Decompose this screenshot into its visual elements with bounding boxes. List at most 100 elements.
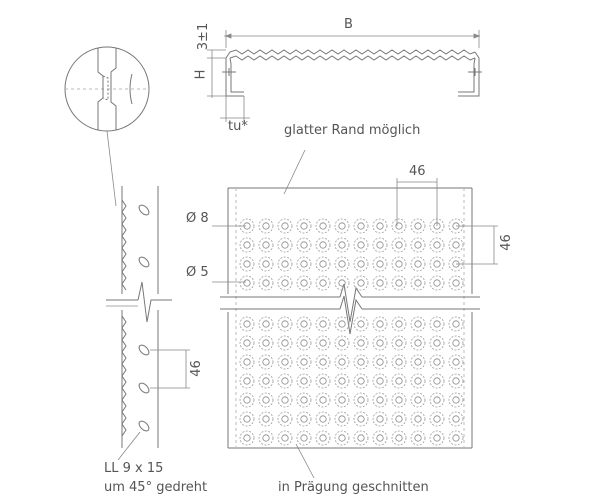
perforation-hole: [433, 377, 441, 385]
perforation-hole: [433, 320, 441, 328]
perforation-hole: [376, 279, 384, 287]
emboss-ring: [391, 430, 407, 446]
perforation-hole: [262, 241, 270, 249]
perforation-hole: [452, 339, 460, 347]
perforation-hole: [338, 339, 346, 347]
emboss-ring: [353, 316, 369, 332]
perforation-hole: [262, 396, 270, 404]
perforation-hole: [376, 320, 384, 328]
emboss-ring: [239, 275, 255, 291]
perforation-hole: [319, 260, 327, 268]
emboss-ring: [391, 237, 407, 253]
perforation-hole: [243, 358, 251, 366]
emboss-ring: [277, 335, 293, 351]
emboss-ring: [448, 411, 464, 427]
emboss-ring: [334, 335, 350, 351]
emboss-ring: [296, 316, 312, 332]
perforation-hole: [452, 279, 460, 287]
emboss-ring: [391, 218, 407, 234]
perforation-hole: [357, 241, 365, 249]
perforation-hole: [281, 415, 289, 423]
perforation-hole: [395, 434, 403, 442]
emboss-ring: [372, 430, 388, 446]
perforation-hole: [338, 434, 346, 442]
emboss-ring: [258, 430, 274, 446]
emboss-ring: [448, 430, 464, 446]
emboss-ring: [258, 335, 274, 351]
perforation-hole: [452, 320, 460, 328]
emboss-ring: [239, 237, 255, 253]
emboss-ring: [315, 354, 331, 370]
perforation-hole: [357, 260, 365, 268]
perforation-hole: [338, 396, 346, 404]
side-pitch-dimension: [117, 349, 190, 461]
pitch-left-label: 46: [188, 360, 204, 377]
perforation-hole: [414, 377, 422, 385]
perforation-hole: [376, 260, 384, 268]
emboss-ring: [429, 411, 445, 427]
emboss-ring: [372, 316, 388, 332]
perforation-hole: [414, 415, 422, 423]
emboss-ring: [258, 316, 274, 332]
emboss-ring: [429, 392, 445, 408]
perforation-hole: [243, 260, 251, 268]
perforation-hole: [338, 260, 346, 268]
emboss-ring: [410, 256, 426, 272]
perforation-hole: [376, 241, 384, 249]
emboss-ring: [277, 392, 293, 408]
perforation-hole: [357, 320, 365, 328]
perforation-hole: [357, 377, 365, 385]
perforation-hole: [300, 396, 308, 404]
perforation-hole: [262, 339, 270, 347]
perforation-hole: [243, 279, 251, 287]
perforation-hole: [243, 415, 251, 423]
diameter-8-label: Ø 8: [186, 211, 209, 226]
perforation-hole: [281, 358, 289, 366]
emboss-ring: [429, 373, 445, 389]
emboss-ring: [334, 392, 350, 408]
perforation-hole: [281, 241, 289, 249]
perforation-hole: [395, 415, 403, 423]
perforation-hole: [433, 339, 441, 347]
emboss-ring: [391, 354, 407, 370]
emboss-ring: [334, 275, 350, 291]
emboss-ring: [315, 256, 331, 272]
perforation-hole: [452, 396, 460, 404]
perforation-hole: [414, 396, 422, 404]
perforation-hole: [262, 320, 270, 328]
emboss-ring: [429, 237, 445, 253]
perforation-hole: [319, 396, 327, 404]
emboss-ring: [448, 316, 464, 332]
emboss-ring: [277, 316, 293, 332]
emboss-ring: [258, 354, 274, 370]
emboss-ring: [296, 218, 312, 234]
perforation-hole: [452, 434, 460, 442]
emboss-ring: [315, 316, 331, 332]
emboss-ring: [277, 256, 293, 272]
perforation-hole: [433, 260, 441, 268]
perforation-hole: [395, 241, 403, 249]
emboss-ring: [277, 237, 293, 253]
perforation-hole: [357, 434, 365, 442]
perforation-hole: [338, 320, 346, 328]
emboss-ring: [353, 335, 369, 351]
perforation-hole: [300, 415, 308, 423]
emboss-ring: [448, 354, 464, 370]
perforation-hole: [319, 358, 327, 366]
perforation-hole: [243, 241, 251, 249]
perforation-hole: [319, 415, 327, 423]
perforation-hole: [319, 339, 327, 347]
perforation-hole: [281, 434, 289, 442]
side-view: [106, 186, 172, 448]
emboss-ring: [296, 430, 312, 446]
emboss-ring: [353, 354, 369, 370]
perforation-hole: [243, 434, 251, 442]
thickness-label: tu*: [228, 119, 248, 134]
emboss-ring: [334, 354, 350, 370]
perforation-hole: [452, 415, 460, 423]
perforation-hole: [243, 339, 251, 347]
perforation-hole: [281, 222, 289, 230]
perforation-hole: [376, 358, 384, 366]
emboss-ring: [334, 237, 350, 253]
perforation-hole: [281, 396, 289, 404]
